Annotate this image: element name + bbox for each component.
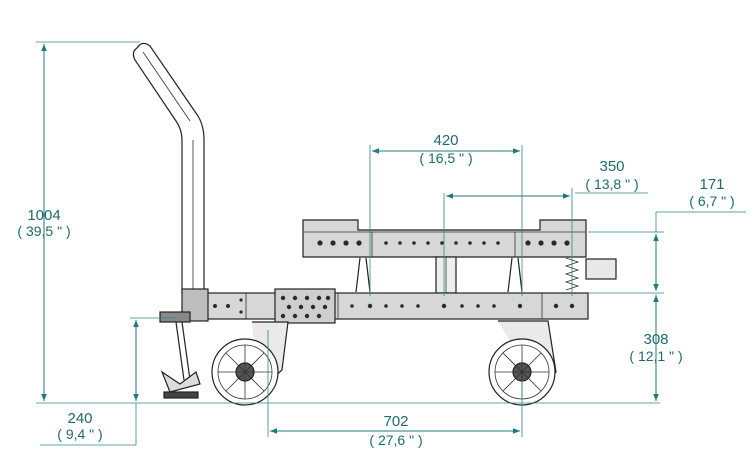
wheelbase-inch: ( 27,6 " ) (369, 432, 422, 448)
brake-stand (159, 311, 201, 399)
deck-height-mm: 308 (643, 331, 668, 348)
brake-height-inch: ( 9,4 " ) (57, 426, 102, 442)
dimension-right-span: 350 ( 13,8 " ) (443, 158, 648, 296)
brake-height-mm: 240 (67, 410, 92, 427)
dimension-deck-height: 308 ( 12,1 " ) (629, 295, 683, 401)
right-span-mm: 350 (599, 158, 624, 175)
deck-height-inch: ( 12,1 " ) (629, 348, 682, 364)
cart-body (132, 42, 617, 406)
top-span-mm: 420 (433, 132, 458, 149)
wheelbase-mm: 702 (383, 413, 408, 430)
dimension-wheelbase: 702 ( 27,6 " ) (267, 330, 523, 448)
dimension-top-span: 420 ( 16,5 " ) (369, 132, 523, 296)
overall-height-inch: ( 39,5 " ) (17, 223, 70, 239)
dimension-brake-height: 240 ( 9,4 " ) (40, 317, 175, 446)
handle (132, 42, 205, 293)
top-span-inch: ( 16,5 " ) (419, 150, 472, 166)
left-caster (211, 321, 289, 406)
dimension-overall-height: 1004 ( 39,5 " ) (17, 41, 660, 404)
struts (355, 256, 580, 294)
overall-height-mm: 1004 (27, 207, 60, 224)
top-rail-inch: ( 6,7 " ) (689, 193, 734, 209)
right-span-inch: ( 13,8 " ) (585, 176, 638, 192)
right-caster (488, 320, 557, 406)
top-rail-mm: 171 (699, 176, 724, 193)
top-tray-holes (317, 240, 570, 246)
top-tray (302, 219, 587, 258)
base-frame-holes (213, 295, 575, 319)
dimension-top-rail: 171 ( 6,7 " ) (588, 176, 746, 294)
